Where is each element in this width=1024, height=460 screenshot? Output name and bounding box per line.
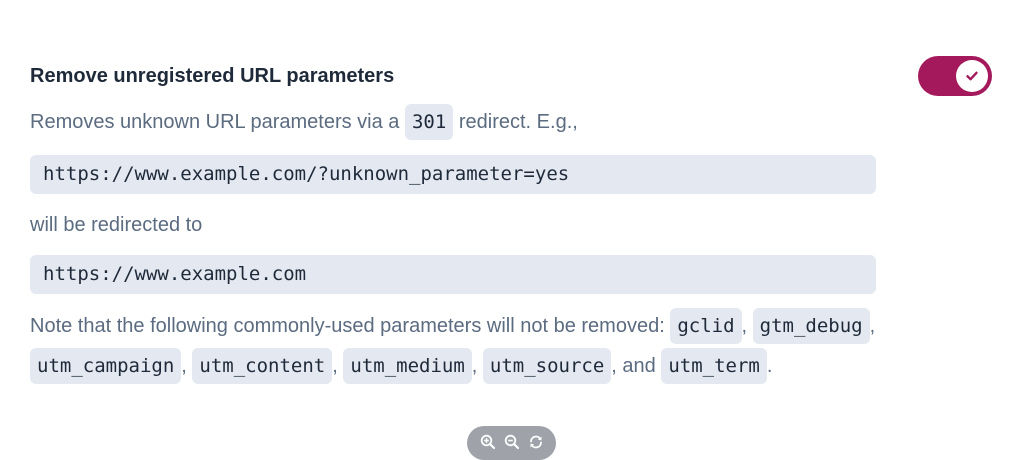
param-separator: , — [181, 355, 193, 377]
reset-icon — [529, 435, 542, 449]
param-code: utm_medium — [343, 348, 472, 384]
excluded-params-note: Note that the following commonly-used pa… — [30, 306, 876, 386]
param-code: utm_content — [192, 348, 333, 384]
zoom-controls — [467, 426, 556, 460]
check-icon — [966, 71, 978, 81]
remove-url-params-toggle[interactable] — [918, 56, 992, 96]
zoom-out-icon — [504, 434, 519, 450]
param-code: gtm_debug — [752, 308, 870, 344]
note-intro: Note that the following commonly-used pa… — [30, 315, 671, 337]
param-separator: , — [332, 355, 344, 377]
setting-description: Removes unknown URL parameters via a 301… — [30, 102, 578, 142]
param-code: utm_term — [661, 348, 767, 384]
param-separator: , — [869, 315, 876, 337]
param-code: utm_campaign — [30, 348, 182, 384]
zoom-in-button[interactable] — [479, 433, 497, 451]
desc-text-before: Removes unknown URL parameters via a — [30, 111, 405, 133]
param-code: utm_source — [482, 348, 612, 384]
zoom-in-icon — [480, 434, 495, 450]
param-code: gclid — [670, 308, 742, 344]
code-block-example-to: https://www.example.com — [30, 255, 876, 294]
toggle-knob — [956, 60, 988, 92]
param-and-separator: , and — [611, 355, 662, 377]
code-block-example-from: https://www.example.com/?unknown_paramet… — [30, 155, 876, 194]
redirect-text: will be redirected to — [30, 214, 203, 236]
param-separator: , — [741, 315, 753, 337]
note-end: . — [766, 355, 773, 377]
setting-title: Remove unregistered URL parameters — [30, 65, 395, 87]
inline-code-301: 301 — [404, 104, 454, 140]
param-separator: , — [471, 355, 483, 377]
reset-zoom-button[interactable] — [527, 433, 545, 451]
desc-text-after: redirect. E.g., — [453, 111, 578, 133]
zoom-out-button[interactable] — [503, 433, 521, 451]
